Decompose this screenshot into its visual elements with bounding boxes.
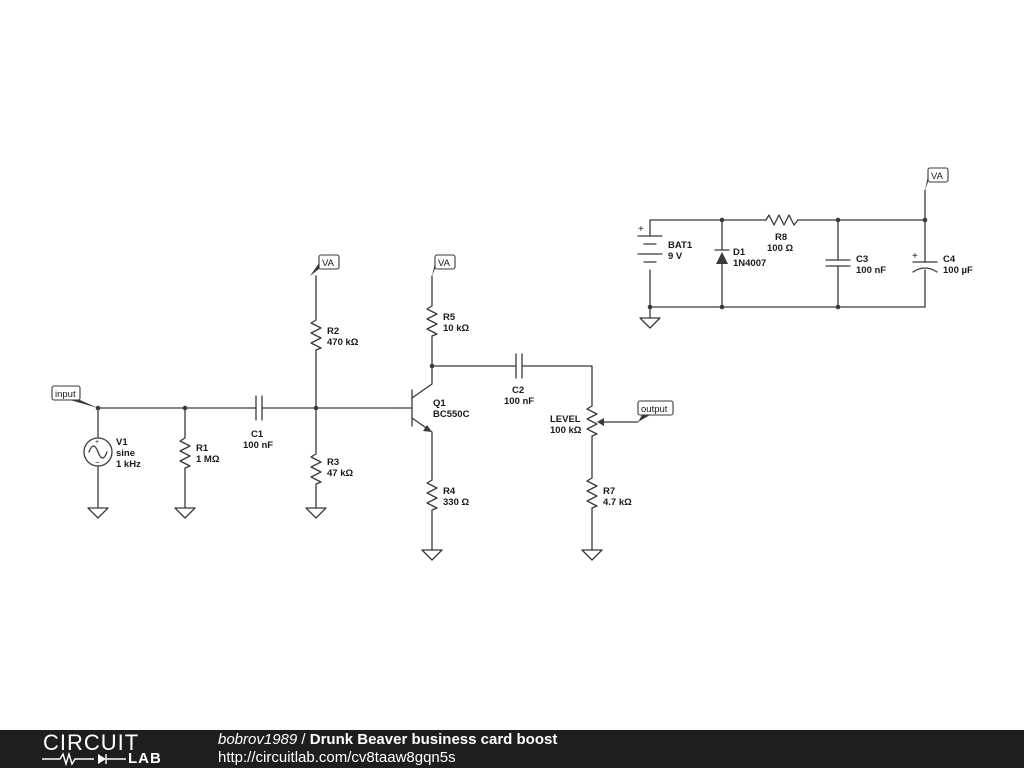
svg-text:1N4007: 1N4007: [733, 258, 766, 269]
logo-text-top: CIRCUIT: [43, 730, 140, 755]
svg-text:C4: C4: [943, 254, 956, 265]
potentiometer-icon[interactable]: [586, 405, 639, 479]
svg-text:BC550C: BC550C: [433, 409, 470, 420]
capacitor-icon[interactable]: [825, 219, 851, 308]
svg-text:9 V: 9 V: [668, 251, 683, 262]
svg-text:100 Ω: 100 Ω: [767, 243, 793, 254]
svg-text:VA: VA: [931, 171, 944, 182]
svg-text:output: output: [641, 404, 668, 415]
svg-text:+: +: [912, 251, 918, 262]
supply-va-label-1[interactable]: VA: [310, 254, 340, 276]
svg-text:BAT1: BAT1: [668, 240, 693, 251]
svg-text:C1: C1: [251, 429, 264, 440]
resistor-icon[interactable]: [174, 407, 196, 519]
svg-text:+: +: [95, 439, 99, 446]
schematic-canvas[interactable]: input + − V1 sine 1 kHz R1 1 MΩ C1 100 n…: [0, 0, 1024, 730]
svg-text:100 nF: 100 nF: [243, 440, 273, 451]
polarized-capacitor-icon[interactable]: +: [912, 189, 938, 308]
supply-va-label-2[interactable]: VA: [432, 254, 456, 276]
svg-text:V1: V1: [116, 437, 128, 448]
svg-text:Q1: Q1: [433, 398, 446, 409]
circuit-title-line: bobrov1989 / Drunk Beaver business card …: [218, 731, 557, 749]
svg-text:100 nF: 100 nF: [856, 265, 886, 276]
svg-text:100 µF: 100 µF: [943, 265, 973, 276]
resistor-icon[interactable]: [426, 275, 438, 367]
diode-icon[interactable]: [714, 219, 730, 308]
capacitor-icon[interactable]: [431, 353, 593, 407]
svg-text:sine: sine: [116, 448, 135, 459]
svg-text:47 kΩ: 47 kΩ: [327, 468, 353, 479]
svg-text:R8: R8: [775, 232, 787, 243]
svg-text:VA: VA: [322, 258, 335, 269]
circuitlab-logo[interactable]: CIRCUIT LAB: [40, 732, 180, 766]
svg-text:330 Ω: 330 Ω: [443, 497, 469, 508]
svg-text:D1: D1: [733, 247, 746, 258]
author-link[interactable]: bobrov1989: [218, 731, 298, 748]
svg-text:C3: C3: [856, 254, 868, 265]
svg-text:4.7 kΩ: 4.7 kΩ: [603, 497, 632, 508]
resistor-icon[interactable]: [765, 214, 799, 226]
resistor-icon[interactable]: [305, 407, 327, 519]
supply-va-label-3[interactable]: VA: [925, 167, 949, 190]
resistor-icon[interactable]: [421, 479, 443, 561]
ac-voltage-source-icon[interactable]: + −: [83, 407, 113, 519]
svg-text:1 MΩ: 1 MΩ: [196, 454, 220, 465]
svg-text:+: +: [638, 224, 644, 235]
svg-text:R5: R5: [443, 312, 456, 323]
output-net-label[interactable]: output: [637, 400, 674, 422]
schematic-svg: input + − V1 sine 1 kHz R1 1 MΩ C1 100 n…: [51, 167, 973, 561]
svg-text:1 kHz: 1 kHz: [116, 459, 141, 470]
svg-text:R4: R4: [443, 486, 456, 497]
svg-text:R7: R7: [603, 486, 615, 497]
logo-text-bottom: LAB: [128, 750, 162, 767]
svg-text:R2: R2: [327, 326, 339, 337]
resistor-icon[interactable]: [581, 477, 603, 561]
battery-icon[interactable]: +: [637, 219, 663, 329]
input-net-label[interactable]: input: [51, 385, 98, 408]
svg-text:R1: R1: [196, 443, 209, 454]
svg-text:10 kΩ: 10 kΩ: [443, 323, 469, 334]
svg-text:input: input: [55, 389, 76, 400]
circuit-url-link[interactable]: http://circuitlab.com/cv8taaw8gqn5s: [218, 749, 456, 766]
svg-text:LEVEL: LEVEL: [550, 414, 581, 425]
title-separator: /: [297, 731, 310, 748]
svg-text:100 nF: 100 nF: [504, 396, 534, 407]
capacitor-icon[interactable]: [255, 395, 263, 421]
svg-text:470 kΩ: 470 kΩ: [327, 337, 359, 348]
circuit-title[interactable]: Drunk Beaver business card boost: [309, 731, 558, 748]
resistor-icon[interactable]: [310, 275, 322, 409]
footer-bar: CIRCUIT LAB bobrov1989 / Drunk Beaver bu…: [0, 730, 1024, 768]
svg-text:R3: R3: [327, 457, 339, 468]
logo-waveform-icon: [42, 752, 126, 766]
svg-text:100 kΩ: 100 kΩ: [550, 425, 582, 436]
svg-text:−: −: [95, 458, 100, 467]
svg-text:VA: VA: [438, 258, 451, 269]
npn-transistor-icon[interactable]: [399, 365, 433, 481]
svg-text:C2: C2: [512, 385, 524, 396]
